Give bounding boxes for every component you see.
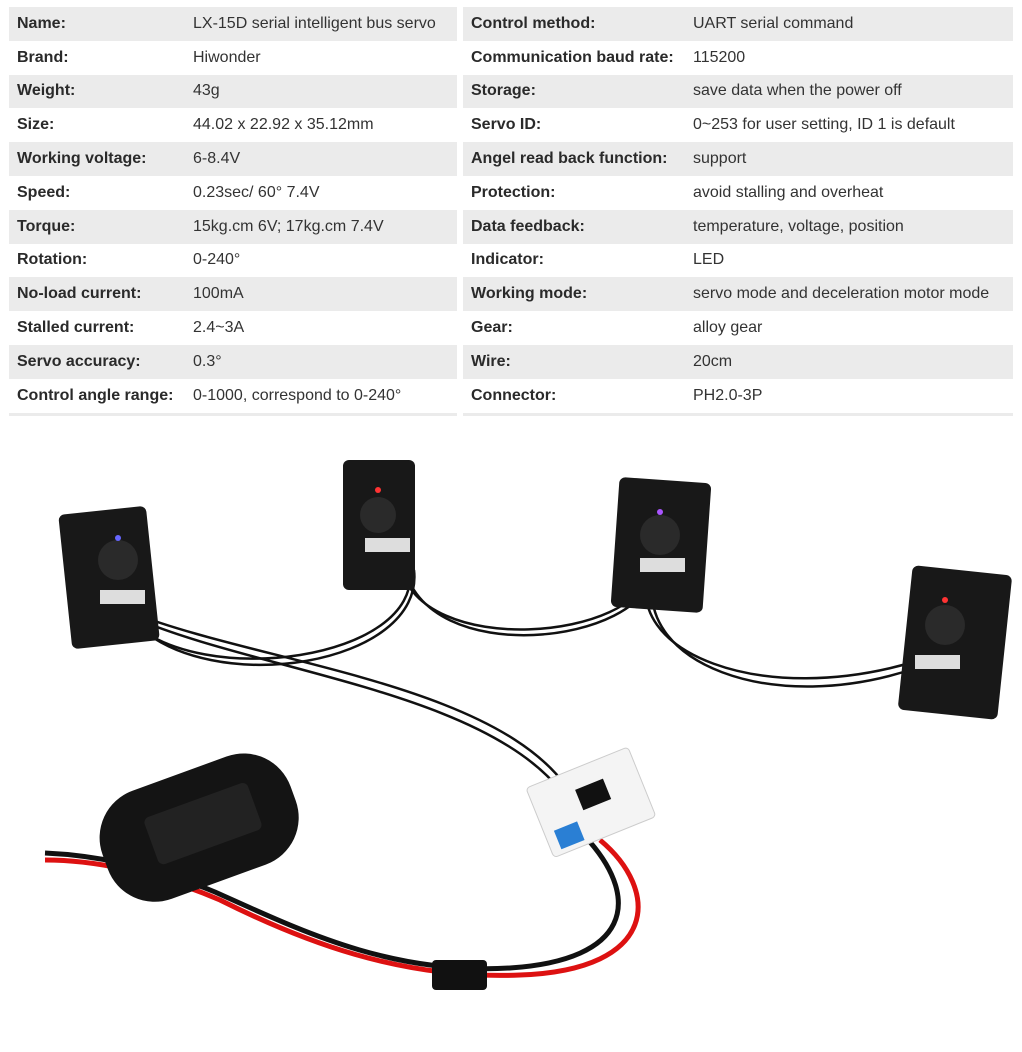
controller-board xyxy=(526,747,656,857)
spec-row: Indicator: LED xyxy=(463,244,1013,278)
spec-row: Working voltage: 6-8.4V xyxy=(9,142,457,176)
spec-value: LX-15D serial intelligent bus servo xyxy=(193,14,436,32)
spec-row: Speed: 0.23sec/ 60° 7.4V xyxy=(9,176,457,210)
spec-label: Stalled current: xyxy=(17,319,135,337)
spec-value: 0-240° xyxy=(193,251,241,269)
spec-row: Rotation: 0-240° xyxy=(9,244,457,278)
spec-row: Servo accuracy: 0.3° xyxy=(9,344,457,379)
spec-row: Protection: avoid stalling and overheat xyxy=(463,176,1013,210)
spec-value: servo mode and deceleration motor mode xyxy=(693,285,990,303)
spec-row: Control angle range: 0-1000, correspond t… xyxy=(9,379,457,413)
spec-label: Wire: xyxy=(471,352,511,370)
spec-value: 0-1000, correspond to 0-240° xyxy=(193,386,402,404)
table-bottom-divider xyxy=(9,412,457,416)
spec-value: temperature, voltage, position xyxy=(693,217,904,235)
spec-row: Wire: 20cm xyxy=(463,344,1013,379)
spec-label: Weight: xyxy=(17,82,76,100)
spec-label: Brand: xyxy=(17,48,69,66)
spec-row: Torque: 15kg.cm 6V; 17kg.cm 7.4V xyxy=(9,209,457,244)
spec-row: Brand: Hiwonder xyxy=(9,41,457,75)
spec-label: Control angle range: xyxy=(17,386,174,404)
spec-label: Angel read back function: xyxy=(471,150,668,168)
spec-row: Connector: PH2.0-3P xyxy=(463,379,1013,413)
spec-label: Working mode: xyxy=(471,285,588,303)
spec-row: Weight: 43g xyxy=(9,74,457,109)
spec-row: Gear: alloy gear xyxy=(463,311,1013,345)
spec-value: save data when the power off xyxy=(693,82,902,100)
spec-value: support xyxy=(693,150,747,168)
spec-value: 0.3° xyxy=(193,352,222,370)
spec-row: Control method: UART serial command xyxy=(463,7,1013,41)
spec-row: Data feedback: temperature, voltage, posi… xyxy=(463,209,1013,244)
servo-3 xyxy=(610,477,712,613)
spec-value: 6-8.4V xyxy=(193,150,241,168)
spec-row: No-load current: 100mA xyxy=(9,277,457,312)
spec-label: Control method: xyxy=(471,14,596,32)
spec-value: 15kg.cm 6V; 17kg.cm 7.4V xyxy=(193,217,384,235)
spec-label: Rotation: xyxy=(17,251,88,269)
spec-row: Stalled current: 2.4~3A xyxy=(9,311,457,345)
spec-label: Data feedback: xyxy=(471,217,585,235)
spec-label: Working voltage: xyxy=(17,150,147,168)
spec-value: alloy gear xyxy=(693,319,763,337)
servo-2 xyxy=(343,460,415,590)
spec-value: 2.4~3A xyxy=(193,319,245,337)
spec-value: 0~253 for user setting, ID 1 is default xyxy=(693,116,955,134)
spec-value: 0.23sec/ 60° 7.4V xyxy=(193,183,320,201)
servo-wiring-photo xyxy=(44,460,1012,990)
spec-label: Communication baud rate: xyxy=(471,48,674,66)
servo-1 xyxy=(58,506,160,649)
spec-row: Servo ID: 0~253 for user setting, ID 1 is… xyxy=(463,108,1013,142)
spec-row: Angel read back function: support xyxy=(463,142,1013,176)
spec-value: 100mA xyxy=(193,285,244,303)
spec-row: Storage: save data when the power off xyxy=(463,74,1013,109)
spec-label: Name: xyxy=(17,14,66,32)
spec-value: 20cm xyxy=(693,352,733,370)
spec-value: LED xyxy=(693,251,725,269)
spec-row: Communication baud rate: 115200 xyxy=(463,41,1013,75)
spec-row: Working mode: servo mode and deceleration… xyxy=(463,277,1013,312)
spec-label: Size: xyxy=(17,116,55,134)
spec-value: 115200 xyxy=(693,48,746,66)
spec-row: Size: 44.02 x 22.92 x 35.12mm xyxy=(9,108,457,142)
spec-label: Indicator: xyxy=(471,251,544,269)
servo-4 xyxy=(898,565,1012,720)
spec-label: No-load current: xyxy=(17,285,142,303)
spec-label: Connector: xyxy=(471,386,557,404)
spec-label: Storage: xyxy=(471,82,536,100)
spec-label: Torque: xyxy=(17,217,76,235)
spec-value: PH2.0-3P xyxy=(693,386,763,404)
spec-value: UART serial command xyxy=(693,14,854,32)
spec-value: 44.02 x 22.92 x 35.12mm xyxy=(193,116,374,134)
lipo-battery xyxy=(99,753,299,902)
power-connector xyxy=(432,960,487,990)
spec-label: Servo accuracy: xyxy=(17,352,141,370)
spec-row: Name: LX-15D serial intelligent bus servo xyxy=(9,7,457,41)
table-bottom-divider xyxy=(463,412,1013,416)
spec-value: avoid stalling and overheat xyxy=(693,183,884,201)
spec-label: Protection: xyxy=(471,183,556,201)
spec-value: Hiwonder xyxy=(193,48,261,66)
spec-table-left: Name: LX-15D serial intelligent bus servo… xyxy=(9,7,457,416)
spec-label: Servo ID: xyxy=(471,116,542,134)
spec-label: Gear: xyxy=(471,319,513,337)
spec-value: 43g xyxy=(193,82,220,100)
spec-label: Speed: xyxy=(17,183,71,201)
